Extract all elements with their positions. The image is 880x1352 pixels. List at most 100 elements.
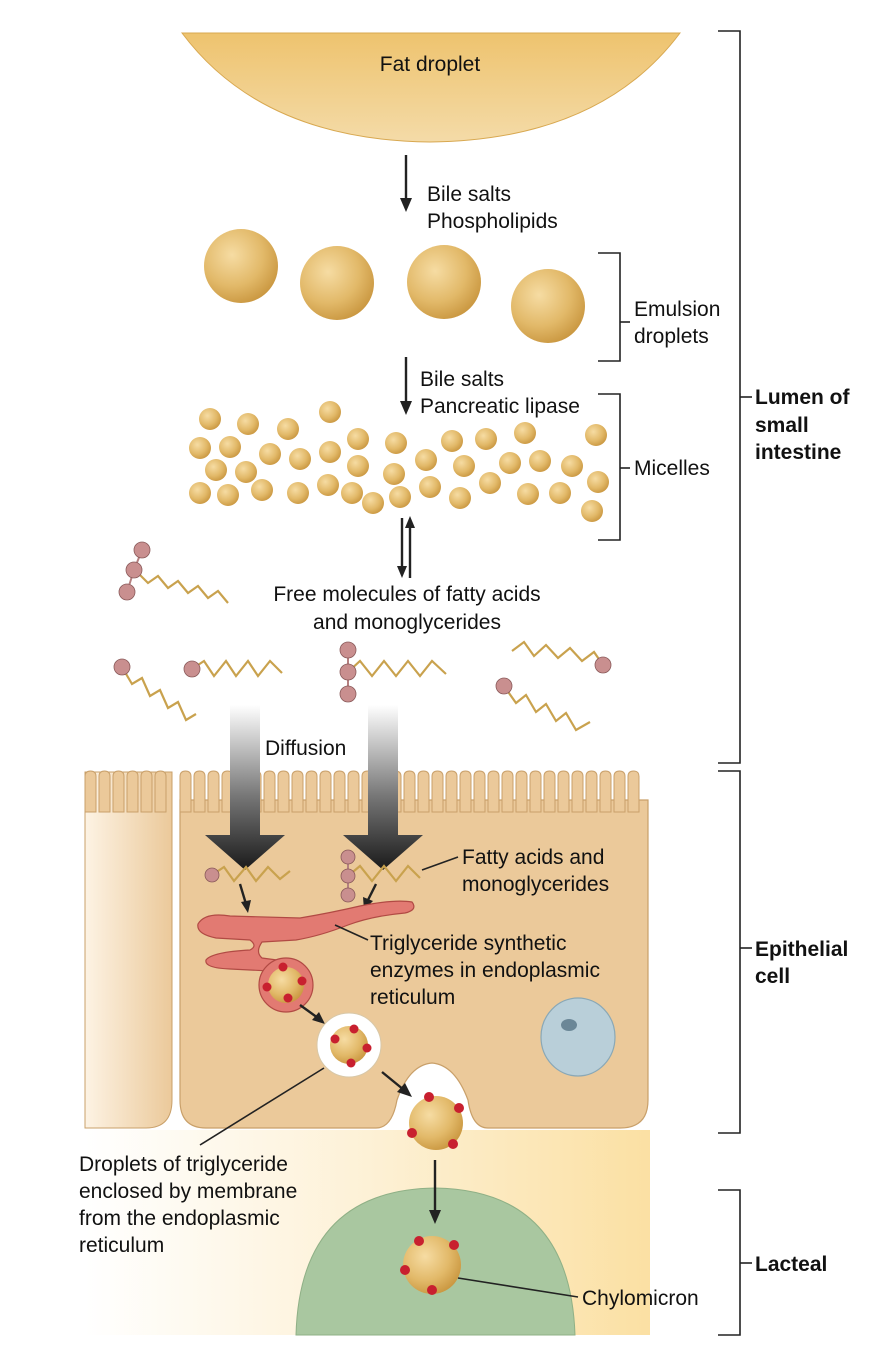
micelle (235, 461, 257, 483)
chylomicron-label: Chylomicron (582, 1287, 699, 1310)
micelle (251, 479, 273, 501)
micelle (517, 483, 539, 505)
microvillus (445, 770, 458, 813)
micelle (319, 401, 341, 423)
microvillus (179, 770, 192, 813)
microvillus (277, 770, 290, 813)
microvillus (333, 770, 346, 813)
micelle (277, 418, 299, 440)
microvillus (347, 770, 360, 813)
microvillus (403, 770, 416, 813)
micelle (319, 441, 341, 463)
micelle (549, 482, 571, 504)
microvillus (84, 770, 97, 813)
micelle (217, 484, 239, 506)
intracellular-fatty-acids (204, 849, 421, 903)
emulsion-droplets (204, 229, 585, 343)
microvillus (487, 770, 500, 813)
pancreatic-lipase-label: Pancreatic lipase (420, 395, 580, 418)
micelle (514, 422, 536, 444)
exocytosed-chylomicron (409, 1096, 463, 1150)
lumen-label-line2: small (755, 414, 809, 437)
microvillus (193, 770, 206, 813)
bile-salts-label-2: Bile salts (420, 368, 504, 391)
bile-salts-label-1: Bile salts (427, 183, 511, 206)
emulsion-label-line2: droplets (634, 325, 709, 348)
lacteal-label: Lacteal (755, 1253, 827, 1276)
microvillus (154, 770, 167, 813)
triglyceride-label-line3: reticulum (370, 986, 455, 1009)
nucleus (540, 997, 616, 1077)
droplets-label-line3: from the endoplasmic (79, 1207, 280, 1230)
micelle (529, 450, 551, 472)
microvillus (529, 770, 542, 813)
phospholipids-label: Phospholipids (427, 210, 558, 233)
micelle (561, 455, 583, 477)
micelle (499, 452, 521, 474)
microvillus (613, 770, 626, 813)
micelle (259, 443, 281, 465)
micelle (385, 432, 407, 454)
microvillus (459, 770, 472, 813)
microvillus (627, 770, 640, 813)
micelle (287, 482, 309, 504)
micelle (205, 459, 227, 481)
micelle (449, 487, 471, 509)
droplets-label-line2: enclosed by membrane (79, 1180, 297, 1203)
micelle (189, 437, 211, 459)
micelle (419, 476, 441, 498)
micelle (581, 500, 603, 522)
microvillus (599, 770, 612, 813)
microvillus (515, 770, 528, 813)
diffusion-label: Diffusion (265, 737, 346, 760)
micelles-label: Micelles (634, 457, 710, 480)
micelle (347, 428, 369, 450)
micelle (415, 449, 437, 471)
droplets-label-line1: Droplets of triglyceride (79, 1153, 288, 1176)
fat-droplet-shape (181, 32, 681, 143)
epithelial-label-line2: cell (755, 965, 790, 988)
microvillus (501, 770, 514, 813)
micelle (341, 482, 363, 504)
microvillus (557, 770, 570, 813)
microvillus (263, 770, 276, 813)
microvillus (585, 770, 598, 813)
free-molecules-label-line2: and monoglycerides (313, 611, 501, 634)
epithelial-cell-left (84, 771, 173, 1129)
diffusion-arrows (205, 705, 423, 870)
micelle (475, 428, 497, 450)
fat-droplet-label: Fat droplet (380, 53, 481, 76)
chylomicron (403, 1236, 461, 1294)
emulsion-bracket (598, 252, 621, 362)
region-bracket-epithelial (718, 770, 752, 1134)
micelle (479, 472, 501, 494)
fatty-acids-label-line1: Fatty acids and (462, 846, 604, 869)
micelle (317, 474, 339, 496)
microvillus (417, 770, 430, 813)
free-molecules-label-line1: Free molecules of fatty acids (273, 583, 540, 606)
micelle (389, 486, 411, 508)
micelle (383, 463, 405, 485)
microvillus (207, 770, 220, 813)
microvillus (291, 770, 304, 813)
microvillus (126, 770, 139, 813)
microvillus (571, 770, 584, 813)
micelle (237, 413, 259, 435)
lumen-label-line1: Lumen of (755, 386, 850, 409)
microvillus (112, 770, 125, 813)
micelle (587, 471, 609, 493)
micelle (441, 430, 463, 452)
free-fatty-acids (113, 541, 612, 732)
microvillus (140, 770, 153, 813)
microvillus (543, 770, 556, 813)
equilibrium-arrows (397, 516, 415, 578)
endoplasmic-reticulum (197, 900, 415, 973)
micelles-bracket (598, 393, 621, 541)
emulsion-label-line1: Emulsion (634, 298, 720, 321)
micelle (453, 455, 475, 477)
region-bracket-lumen (718, 30, 752, 764)
micelle (289, 448, 311, 470)
micelle (362, 492, 384, 514)
micelles-cluster (189, 401, 609, 522)
